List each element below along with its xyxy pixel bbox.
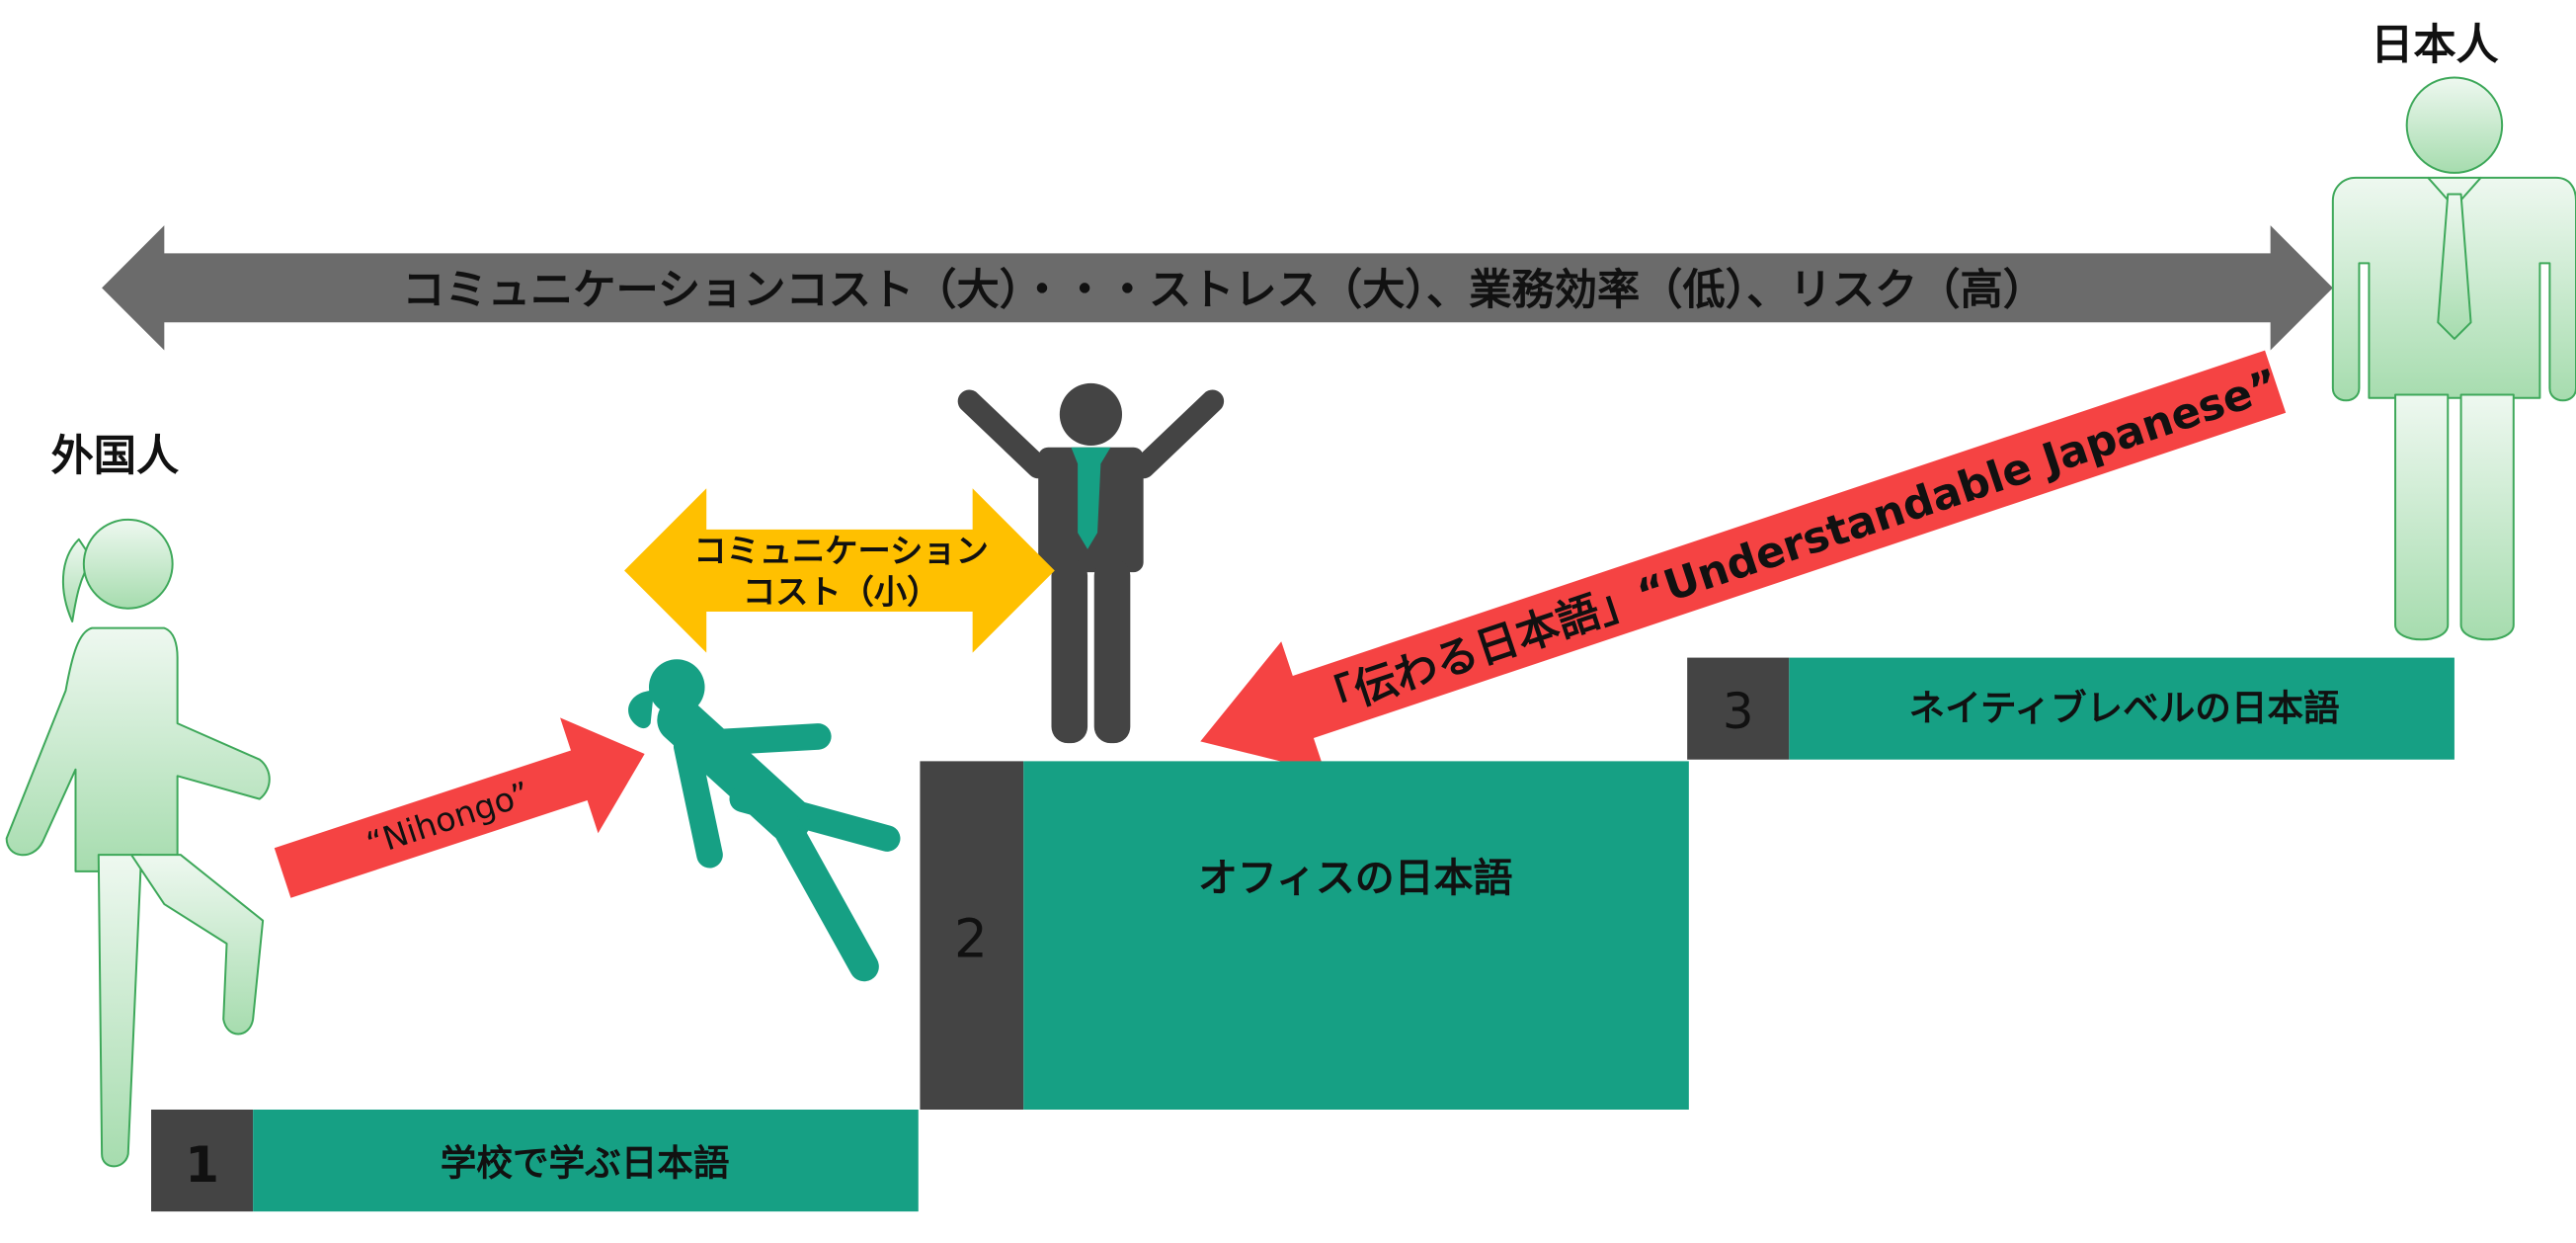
small-communication-cost-arrow: コミュニケーション コスト（小） [624, 488, 1055, 653]
small-cost-label-line2: コスト（小） [743, 573, 940, 612]
falling-woman-figure [628, 659, 901, 982]
top-arrow-label: コミュニケーションコスト（大）・・・ストレス（大）、業務効率（低）、リスク（高） [402, 266, 2046, 315]
foreign-woman-figure [5, 518, 271, 1168]
step-2-number: 2 [954, 908, 988, 969]
nihongo-label: “Nihongo” [362, 774, 534, 864]
japanese-person-label: 日本人 [2371, 21, 2499, 70]
foreigner-label: 外国人 [51, 432, 180, 481]
step-1-label: 学校で学ぶ日本語 [441, 1142, 730, 1185]
small-cost-label-line1: コミュニケーション [693, 532, 989, 570]
step-3-number: 3 [1723, 683, 1754, 740]
japanese-man-figure [2331, 76, 2576, 641]
step-2: 2 オフィスの日本語 [920, 761, 1689, 1110]
top-communication-cost-arrow: コミュニケーションコスト（大）・・・ストレス（大）、業務効率（低）、リスク（高） [102, 225, 2333, 351]
step-3-label: ネイティブレベルの日本語 [1909, 687, 2340, 729]
intermediate-man-figure [957, 382, 1225, 744]
step-3: 3 ネイティブレベルの日本語 [1687, 657, 2455, 760]
nihongo-arrow: “Nihongo” [274, 717, 645, 898]
step-1-number: 1 [185, 1136, 219, 1194]
step-1: 1 学校で学ぶ日本語 [151, 1109, 919, 1212]
step-2-label: オフィスの日本語 [1198, 856, 1512, 901]
